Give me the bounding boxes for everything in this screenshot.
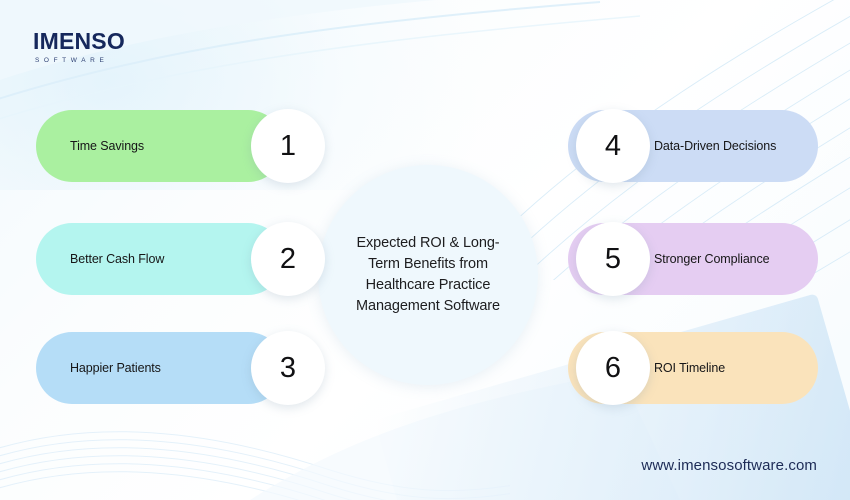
benefit-pill-6[interactable]: 6 ROI Timeline [568, 331, 818, 405]
benefit-number-3: 3 [279, 351, 297, 384]
benefit-pill-1[interactable]: Time Savings 1 [36, 109, 325, 183]
benefit-number-badge-3: 3 [251, 331, 325, 405]
logo-wordmark: IMENSO [33, 28, 125, 54]
benefit-number-badge-1: 1 [251, 109, 325, 183]
benefit-label-2: Better Cash Flow [70, 252, 165, 266]
benefit-pill-2[interactable]: Better Cash Flow 2 [36, 222, 325, 296]
benefit-pill-5[interactable]: 5 Stronger Compliance [568, 222, 818, 296]
benefit-number-badge-5: 5 [576, 222, 650, 296]
benefit-label-1: Time Savings [70, 139, 145, 153]
footer-website-url[interactable]: www.imensosoftware.com [641, 457, 817, 474]
center-title: Expected ROI & Long-Term Benefits from H… [356, 234, 500, 315]
benefit-label-5: Stronger Compliance [654, 252, 770, 266]
benefit-number-2: 2 [279, 242, 297, 275]
benefit-number-6: 6 [604, 351, 622, 384]
benefit-number-1: 1 [279, 129, 297, 162]
brand-logo: IMENSO SOFTWARE [33, 28, 125, 65]
benefit-number-5: 5 [604, 242, 622, 275]
benefit-label-6: ROI Timeline [654, 361, 726, 375]
benefit-number-badge-4: 4 [576, 109, 650, 183]
center-hub: Expected ROI & Long-Term Benefits from H… [318, 165, 538, 385]
benefit-pill-4[interactable]: 4 Data-Driven Decisions [568, 109, 818, 183]
benefit-label-4: Data-Driven Decisions [654, 139, 777, 153]
benefit-label-3: Happier Patients [70, 361, 161, 375]
benefit-number-badge-6: 6 [576, 331, 650, 405]
benefit-number-4: 4 [604, 129, 622, 162]
logo-tagline: SOFTWARE [35, 57, 109, 64]
benefit-number-badge-2: 2 [251, 222, 325, 296]
benefit-pill-3[interactable]: Happier Patients 3 [36, 331, 325, 405]
